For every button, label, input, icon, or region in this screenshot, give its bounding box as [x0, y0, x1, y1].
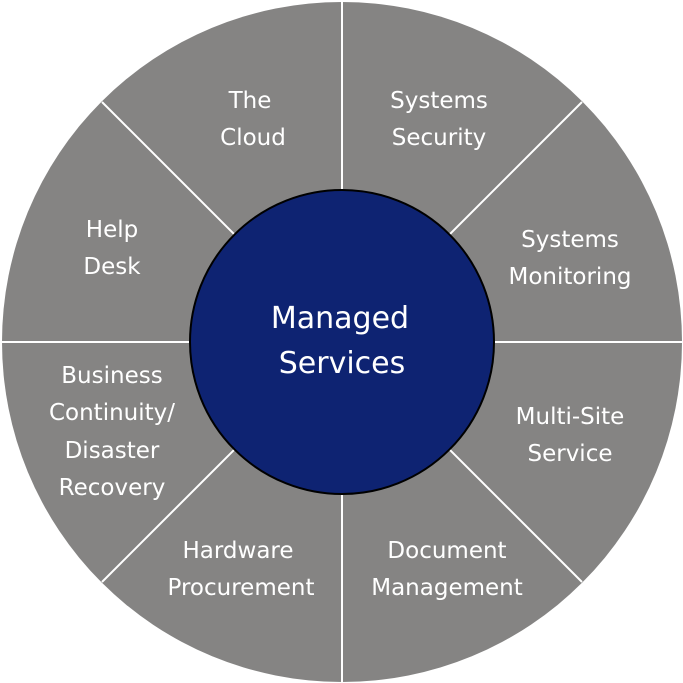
segment-label: Recovery — [59, 475, 166, 501]
segment-help-desk: Help Desk — [83, 217, 141, 280]
segment-label: Disaster — [65, 438, 160, 464]
segment-label: Service — [527, 441, 612, 467]
segment-label: Continuity/ — [49, 400, 175, 426]
segment-label: Systems — [521, 227, 619, 253]
segment-label: Cloud — [220, 125, 286, 151]
segment-label: Business — [61, 363, 162, 389]
segment-label: Procurement — [168, 575, 315, 601]
segment-document-management: Document Management — [371, 538, 523, 601]
segment-systems-monitoring: Systems Monitoring — [509, 227, 632, 290]
segment-label: Document — [387, 538, 506, 564]
segment-label: Multi-Site — [516, 404, 625, 430]
segment-the-cloud: The Cloud — [220, 88, 286, 151]
segment-multi-site-service: Multi-Site Service — [516, 404, 625, 467]
segment-label: Management — [371, 575, 523, 601]
segment-business-continuity: Business Continuity/ Disaster Recovery — [49, 363, 175, 501]
segment-label: The — [228, 88, 272, 114]
center-title-line1: Managed — [271, 301, 409, 336]
segment-label: Help — [86, 217, 138, 243]
segment-systems-security: Systems Security — [390, 88, 488, 151]
center-circle — [189, 189, 495, 495]
segment-label: Desk — [83, 254, 141, 280]
segment-label: Systems — [390, 88, 488, 114]
segment-label: Monitoring — [509, 264, 632, 290]
center-title-line2: Services — [279, 346, 406, 381]
segment-label: Hardware — [182, 538, 293, 564]
segment-label: Security — [392, 125, 486, 151]
segment-hardware-procurement: Hardware Procurement — [168, 538, 315, 601]
